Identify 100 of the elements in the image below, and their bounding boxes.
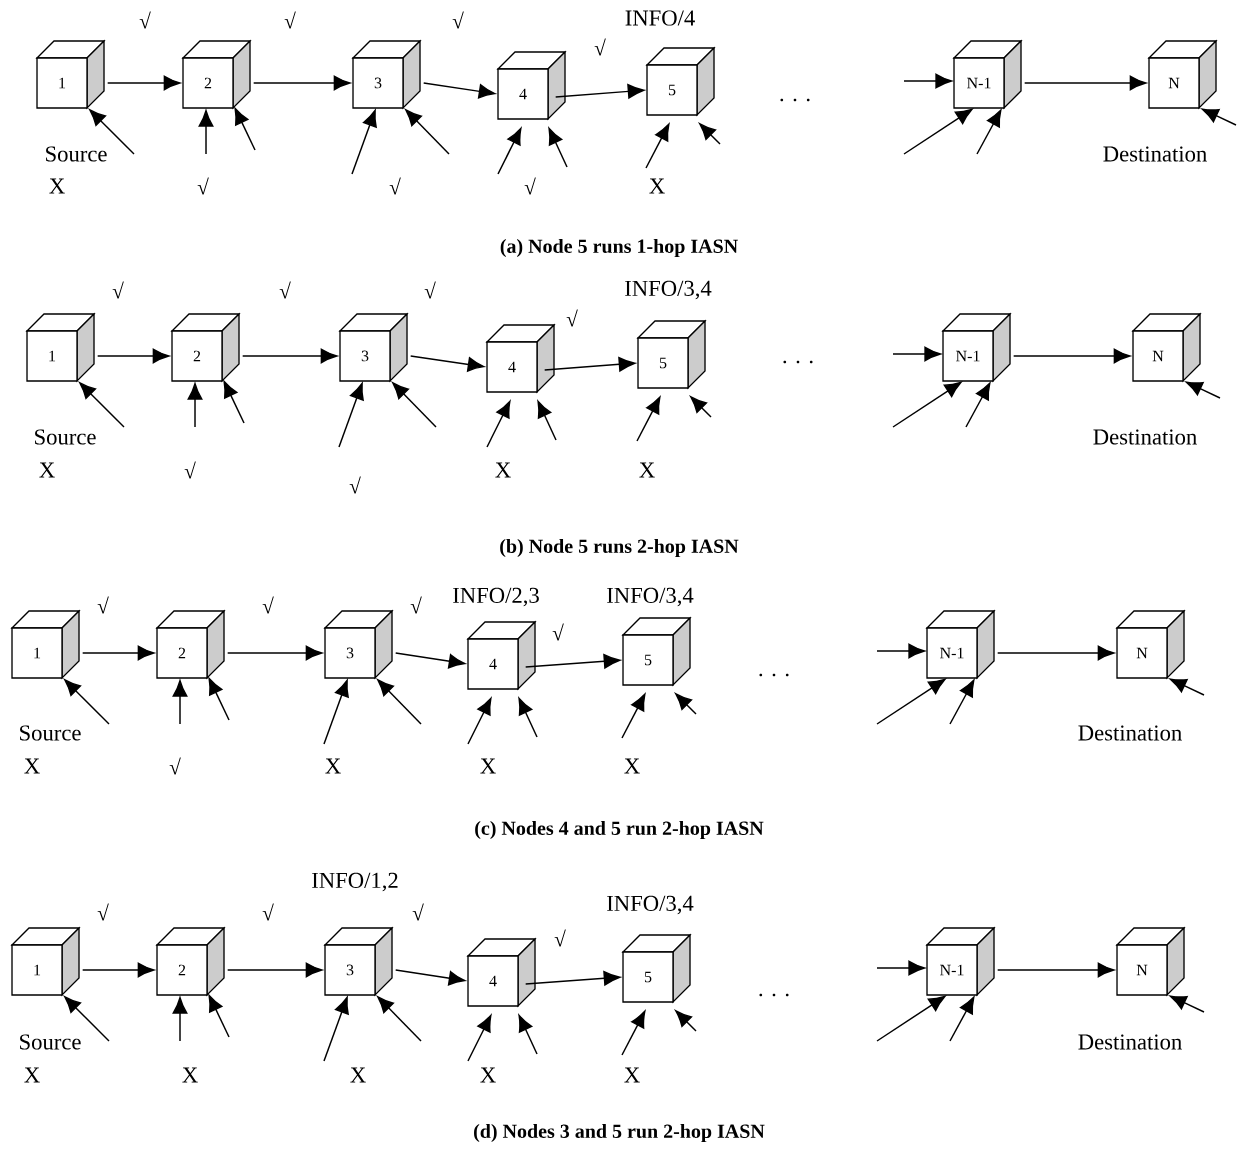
arrow: [996, 645, 1115, 661]
arrow: [548, 127, 568, 168]
annotation: √: [284, 11, 296, 29]
arrow: [187, 382, 203, 428]
annotation: INFO/3,4: [625, 280, 712, 300]
annotation: √: [279, 281, 291, 299]
arrow: [252, 75, 351, 91]
annotation: √: [184, 461, 196, 479]
caption: (b) Node 5 runs 2-hop IASN: [500, 538, 739, 558]
annotation: √: [112, 281, 124, 299]
arrow: [876, 678, 946, 725]
arrow: [486, 400, 511, 448]
arrow: [1185, 381, 1221, 399]
arrow: [675, 693, 697, 715]
annotation: √: [169, 757, 181, 775]
annotation: √: [389, 177, 401, 195]
arrow: [64, 996, 110, 1042]
caption: (a) Node 5 runs 1-hop IASN: [500, 238, 738, 258]
annotation: √: [262, 596, 274, 614]
ellipsis: . . .: [759, 673, 789, 677]
node-label: Source: [46, 146, 107, 162]
arrow: [351, 109, 377, 175]
arrow: [524, 970, 621, 986]
caption: (d) Nodes 3 and 5 run 2-hop IASN: [474, 1123, 765, 1143]
node-label: Destination: [1103, 146, 1207, 162]
arrow: [172, 679, 188, 725]
arrow: [96, 348, 170, 364]
arrow: [518, 697, 538, 738]
arrow: [537, 400, 557, 441]
ellipsis: . . .: [780, 98, 810, 102]
ellipsis: . . .: [783, 360, 813, 364]
caption: (c) Nodes 4 and 5 run 2-hop IASN: [475, 820, 764, 840]
arrow: [467, 697, 492, 745]
arrow: [949, 679, 975, 725]
arrow: [106, 75, 181, 91]
annotation: X: [480, 1067, 496, 1083]
arrow: [422, 82, 496, 99]
node-label: Destination: [1093, 429, 1197, 445]
arrow: [621, 1010, 646, 1056]
arrow: [377, 996, 422, 1042]
annotation: X: [39, 462, 55, 478]
arrow: [965, 382, 991, 428]
annotation: X: [639, 462, 655, 478]
arrow: [323, 996, 349, 1062]
arrow: [394, 969, 466, 986]
arrow: [996, 962, 1115, 978]
arrow: [81, 962, 155, 978]
annotation: INFO/4: [625, 10, 695, 26]
arrow: [81, 645, 155, 661]
arrow: [621, 693, 646, 739]
arrow: [524, 653, 621, 669]
annotation: X: [649, 178, 665, 194]
annotation: X: [624, 758, 640, 774]
ellipsis: . . .: [759, 993, 789, 997]
arrow: [518, 1014, 538, 1055]
annotation: X: [24, 1067, 40, 1083]
arrow: [636, 396, 661, 442]
arrow: [226, 645, 323, 661]
arrow: [198, 109, 214, 155]
arrow: [234, 107, 256, 151]
arrow: [172, 996, 188, 1042]
arrow: [645, 123, 670, 169]
arrow: [1169, 678, 1205, 696]
arrow: [89, 109, 135, 155]
annotation: INFO/1,2: [312, 872, 398, 892]
annotation: √: [594, 38, 606, 56]
arrow: [392, 382, 437, 428]
annotation: √: [554, 929, 566, 947]
arrow: [223, 380, 245, 424]
annotation: INFO/3,4: [607, 587, 694, 607]
arrow: [892, 346, 942, 362]
node-label: Source: [20, 1034, 81, 1050]
arrow: [543, 357, 636, 372]
annotation: INFO/3,4: [607, 895, 694, 915]
arrow: [497, 127, 522, 175]
annotation: √: [552, 623, 564, 641]
annotation: √: [566, 309, 578, 327]
annotation: √: [349, 476, 361, 494]
annotation: √: [262, 903, 274, 921]
arrow: [394, 652, 466, 669]
annotation: X: [49, 178, 65, 194]
arrow: [241, 348, 338, 364]
arrow: [1169, 995, 1205, 1013]
arrow: [409, 355, 485, 372]
annotation: INFO/2,3: [453, 587, 539, 607]
arrow: [79, 382, 125, 428]
arrow: [377, 679, 422, 725]
arrow: [64, 679, 110, 725]
arrow: [208, 994, 230, 1038]
annotation: √: [97, 903, 109, 921]
arrow: [323, 679, 349, 745]
node-label: Destination: [1078, 725, 1182, 741]
arrow: [876, 960, 926, 976]
annotation: X: [325, 758, 341, 774]
annotation: X: [480, 758, 496, 774]
annotation: √: [410, 596, 422, 614]
arrow: [903, 108, 973, 155]
arrow: [1012, 348, 1131, 364]
annotation: √: [197, 177, 209, 195]
arrow: [903, 73, 953, 89]
